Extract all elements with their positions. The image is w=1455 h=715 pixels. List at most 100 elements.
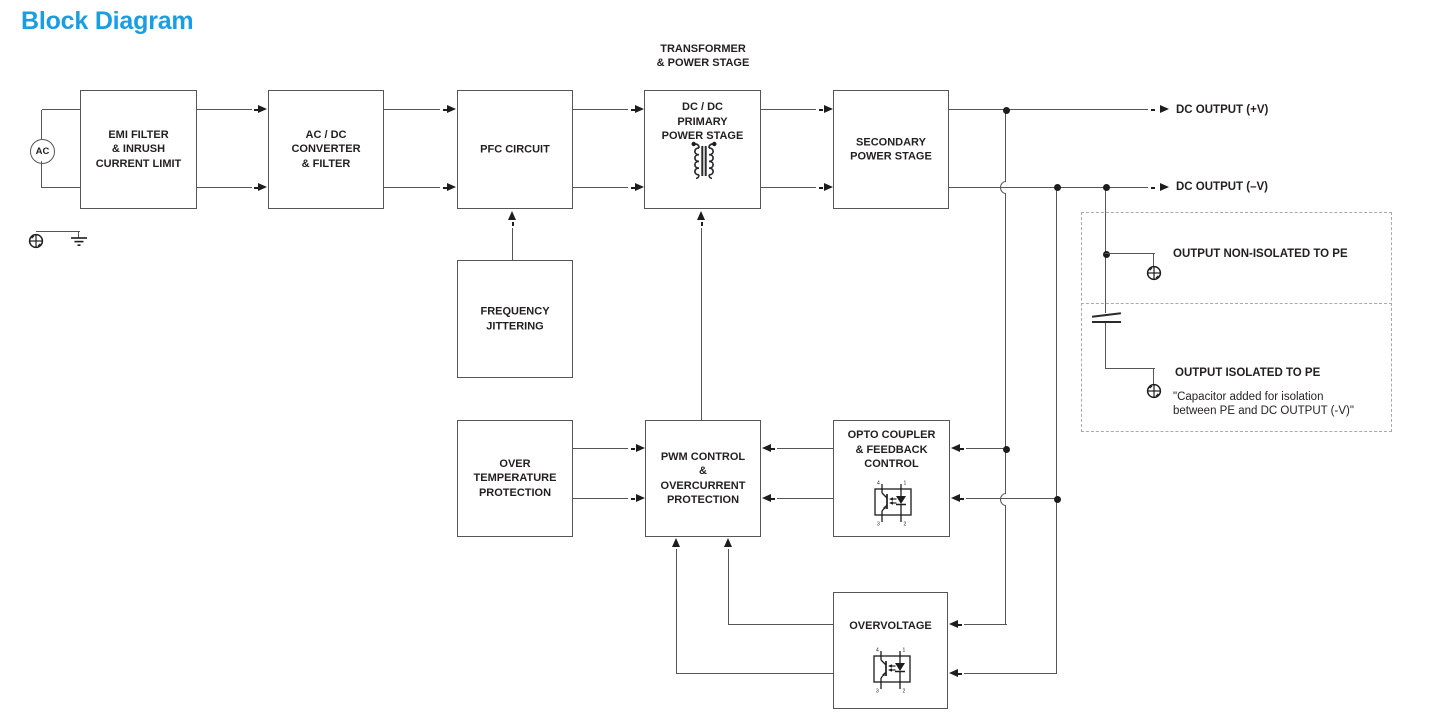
wire-hop [1000,492,1006,506]
wire [1105,253,1155,255]
arrowhead [635,494,645,503]
capacitor-icon [1092,320,1121,323]
arrowhead [823,182,833,191]
wire-dash [957,673,962,675]
wire [573,498,628,500]
wire [966,498,1057,500]
wire-dash [1151,186,1155,189]
block-label: SECONDARY POWER STAGE [850,135,932,163]
block-label: DC / DC PRIMARY POWER STAGE [661,101,744,143]
output-isolated-label: OUTPUT ISOLATED TO PE [1175,366,1321,379]
wire [40,161,42,188]
block-over-temperature: OVER TEMPERATURE PROTECTION [457,420,573,537]
wire [964,673,1057,675]
block-secondary-stage: SECONDARY POWER STAGE [833,90,949,209]
wire [728,549,730,625]
arrowhead [823,105,833,114]
wire [1005,193,1007,494]
wire [1105,321,1107,369]
block-label: FREQUENCY JITTERING [480,305,550,332]
wire [1105,187,1107,313]
wire-dash [701,222,703,226]
wire [1153,254,1155,267]
block-dcdc-primary: DC / DC PRIMARY POWER STAGE [644,90,761,209]
wire [384,109,440,111]
block-label: EMI FILTER & INRUSH CURRENT LIMIT [95,128,182,170]
arrowhead [1160,105,1169,114]
wire [777,498,833,500]
output-non-isolated-label: OUTPUT NON-ISOLATED TO PE [1173,247,1348,260]
block-label: OPTO COUPLER & FEEDBACK CONTROL [847,429,936,471]
wire [761,109,816,111]
wire [949,109,1148,111]
arrowhead [672,537,681,547]
wire-dash [443,109,447,111]
block-pfc-circuit: PFC CIRCUIT [457,90,573,209]
wire-dash [631,448,635,450]
wire-dash [676,543,678,547]
wire [1005,110,1007,182]
wire-hop [1000,181,1006,194]
wire [36,231,80,233]
wire [949,186,1148,188]
capacitor-note: "Capacitor added for isolation between P… [1173,390,1354,417]
wire [777,448,833,450]
svg-text:3: 3 [876,689,879,694]
wire-dash [819,109,823,111]
wire [728,624,833,626]
arrowhead [447,182,456,191]
arrowhead [950,494,960,503]
pe-terminal-icon [1146,383,1162,398]
pe-terminal-icon [1146,265,1162,280]
wire [964,624,1007,626]
wire-dash [512,222,514,226]
wire [41,186,81,188]
wire [512,228,514,260]
svg-text:4: 4 [877,481,880,487]
arrowhead [634,105,644,114]
wire-dash [254,186,258,189]
wire [573,186,628,188]
optocoupler-icon: 4 1 3 2 [874,481,912,527]
wire [701,228,703,420]
arrowhead [258,105,267,114]
wire [573,109,628,111]
wire-dash [957,624,962,626]
wire [78,232,80,238]
block-label: PWM CONTROL & OVERCURRENT PROTECTION [660,450,746,507]
block-opto-coupler: OPTO COUPLER & FEEDBACK CONTROL 4 1 3 2 [833,420,950,537]
svg-text:2: 2 [904,522,907,527]
transformer-icon [691,141,717,180]
arrowhead [258,182,267,191]
svg-text:4: 4 [876,648,879,654]
block-acdc-converter: AC / DC CONVERTER & FILTER [268,90,384,209]
dc-output-positive-label: DC OUTPUT (+V) [1176,103,1269,116]
junction-dot [1002,445,1010,453]
wire [966,448,1007,450]
wire [761,186,816,188]
block-label: OVERVOLTAGE [849,620,932,632]
page-title: Block Diagram [21,7,194,35]
block-pwm-control: PWM CONTROL & OVERCURRENT PROTECTION [645,420,761,537]
svg-text:1: 1 [903,648,906,654]
junction-dot [1102,184,1110,191]
ac-source-icon: AC [30,138,55,164]
arrowhead [724,537,733,547]
arrowhead [948,669,958,678]
wire [40,110,42,139]
junction-dot [1053,184,1061,191]
pe-terminal-icon [28,233,44,249]
wire [1056,187,1058,674]
wire-dash [254,109,258,111]
arrowhead [948,620,958,629]
wire [676,549,678,674]
arrowhead [634,182,644,191]
block-overvoltage: OVERVOLTAGE 4 1 3 2 [833,592,948,709]
wire-dash [770,448,775,450]
block-frequency-jittering: FREQUENCY JITTERING [457,260,573,378]
svg-text:2: 2 [903,689,906,694]
junction-dot [1002,106,1010,114]
arrowhead [950,444,960,453]
wire-dash [630,109,635,111]
